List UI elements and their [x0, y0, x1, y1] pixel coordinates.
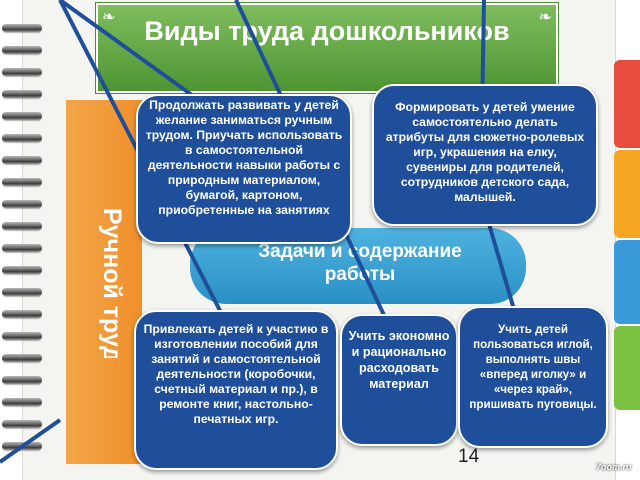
page-title: Виды труда дошкольников — [144, 16, 510, 46]
side-bar — [66, 100, 142, 464]
index-tab-red — [614, 60, 640, 148]
curl-ornament-icon: ❧ — [538, 9, 552, 26]
callout-top-left: Продолжать развивать у детей желание зан… — [136, 94, 352, 244]
index-tab-orange — [614, 150, 640, 238]
callout-bottom-left: Привлекать детей к участию в изготовлени… — [134, 310, 338, 470]
callout-top-right: Формировать у детей умение самостоятельн… — [372, 84, 598, 226]
index-tab-green — [614, 326, 640, 410]
watermark: 7oom.ru — [596, 462, 632, 472]
page-number: 14 — [458, 446, 480, 467]
pointer-line-edge — [0, 418, 62, 464]
callout-bottom-right: Учить детей пользоваться иглой, выполнят… — [458, 306, 608, 448]
curl-ornament-icon: ❧ — [102, 9, 116, 26]
callout-bottom-center: Учить экономно и рационально расходовать… — [340, 314, 458, 446]
index-tab-blue — [614, 240, 640, 324]
side-label: Ручной труд — [98, 208, 126, 358]
center-label: Задачи и содержание работы — [258, 241, 462, 285]
